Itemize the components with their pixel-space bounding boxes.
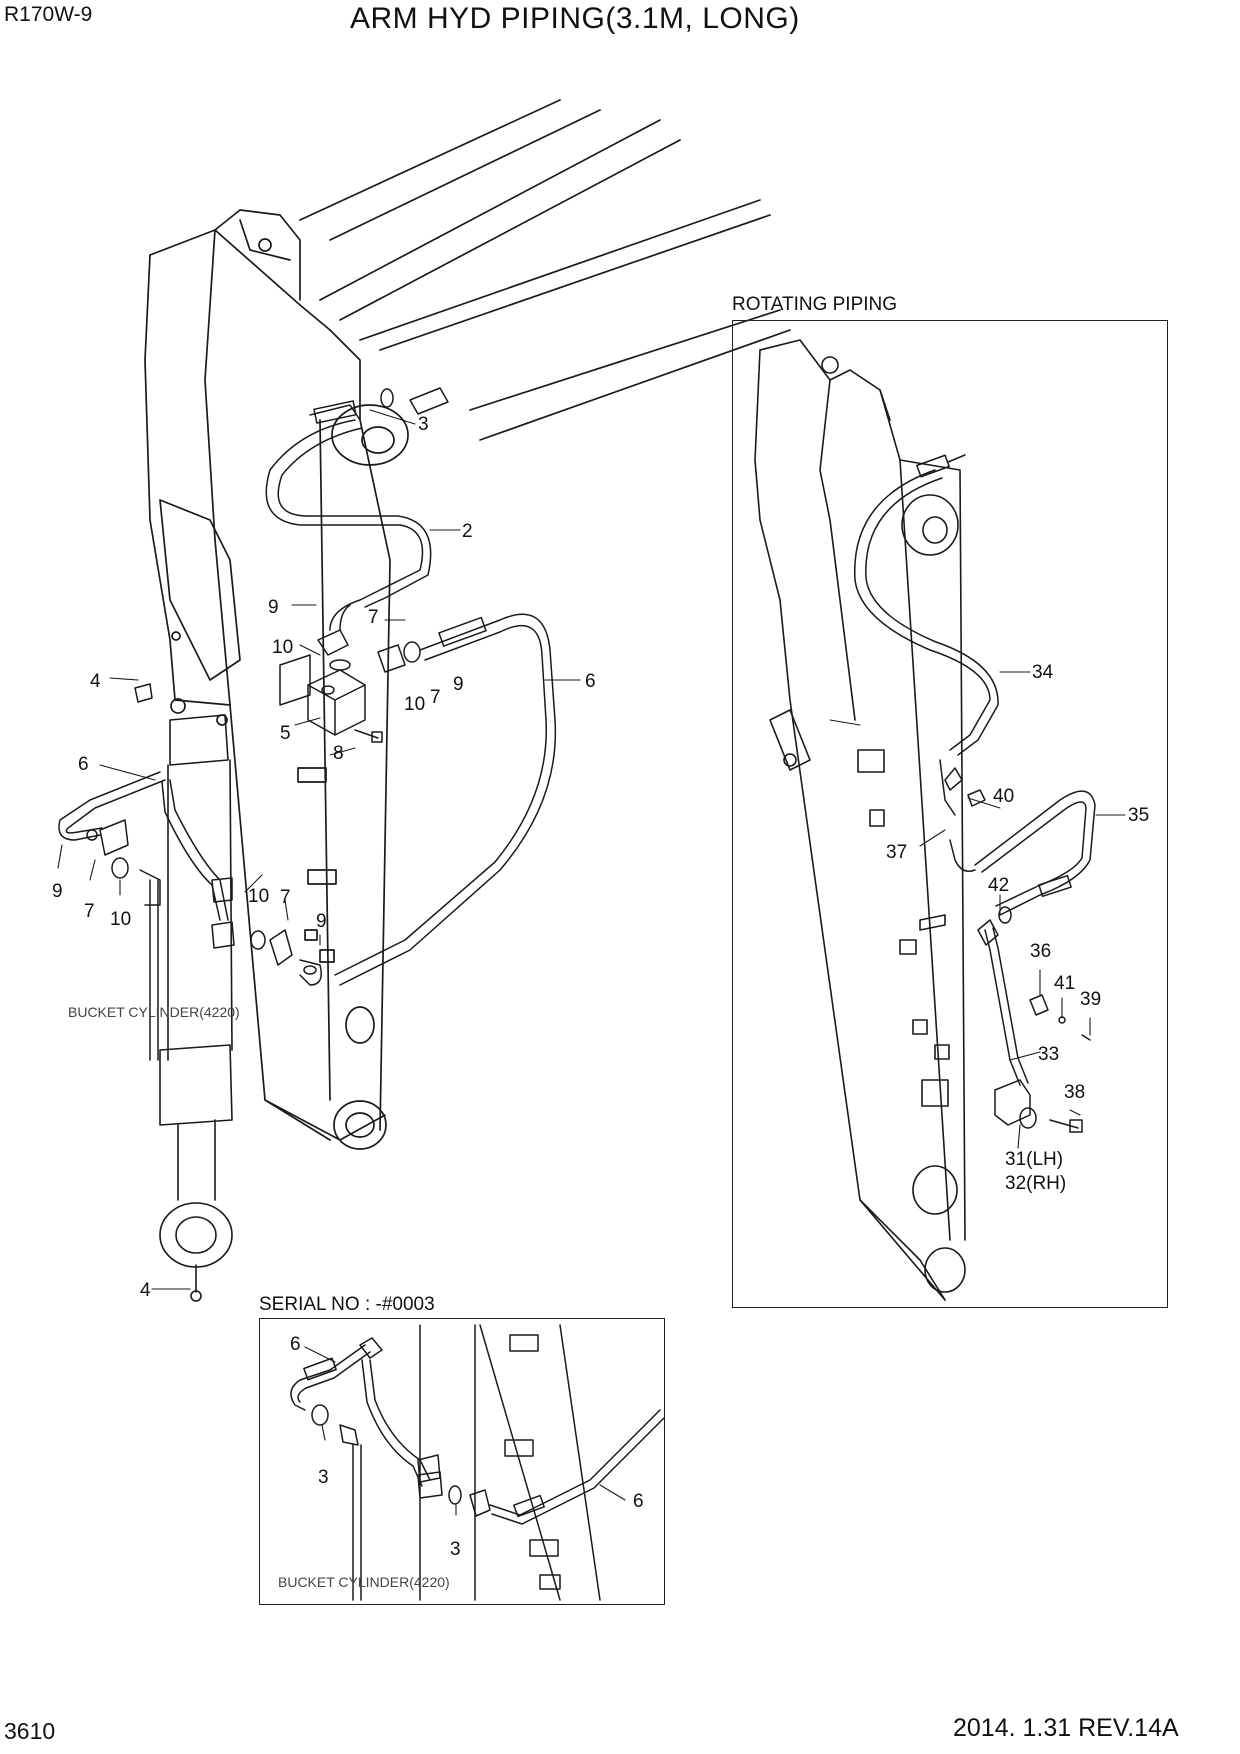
bucket-cylinder: [159, 714, 233, 1302]
callout-7: 7: [430, 687, 441, 708]
revision-date: 2014. 1.31 REV.14A: [953, 1714, 1179, 1742]
callout-5: 5: [280, 723, 291, 744]
callout-8: 8: [333, 743, 344, 764]
callout-9: 9: [268, 597, 279, 618]
main-arm: [144, 99, 791, 1150]
callout-6: 6: [78, 754, 89, 775]
callout-7: 7: [280, 887, 291, 908]
rotating-piping-frame: [732, 320, 1168, 1308]
callout-9: 9: [52, 881, 63, 902]
page-title: ARM HYD PIPING(3.1M, LONG): [350, 2, 800, 35]
callout-10: 10: [248, 886, 270, 907]
page-number: 3610: [4, 1718, 56, 1744]
rotating-leaders: [829, 671, 1126, 1149]
serial-no-title: SERIAL NO : -#0003: [259, 1294, 435, 1315]
callout-9: 9: [316, 911, 327, 932]
callout-31-lh: 31(LH): [1005, 1149, 1064, 1170]
callout-2: 2: [462, 521, 473, 542]
bucket-cylinder-label: BUCKET CYLINDER(4220): [68, 1004, 240, 1020]
callout-10: 10: [272, 637, 294, 658]
callout-4: 4: [140, 1280, 151, 1301]
callout-37: 37: [886, 842, 908, 863]
callout-6: 6: [585, 671, 596, 692]
main-leaders: [57, 409, 581, 1290]
callout-10: 10: [404, 694, 426, 715]
serial-bucket-cylinder-label: BUCKET CYLINDER(4220): [278, 1574, 450, 1590]
callout-42: 42: [988, 875, 1010, 896]
callout-3: 3: [418, 414, 429, 435]
callout-10: 10: [110, 909, 132, 930]
serial-leaders: [304, 1346, 626, 1516]
callout-32-rh: 32(RH): [1005, 1173, 1067, 1194]
serial-no-frame: [259, 1318, 665, 1605]
model-code: R170W-9: [4, 3, 93, 26]
rotating-piping-title: ROTATING PIPING: [732, 294, 898, 315]
callout-7: 7: [368, 607, 379, 628]
callout-6: 6: [633, 1491, 644, 1512]
rotating-arm: [754, 339, 966, 1301]
callout-39: 39: [1080, 989, 1102, 1010]
callout-33: 33: [1038, 1044, 1060, 1065]
callout-3: 3: [450, 1539, 461, 1560]
callout-9: 9: [453, 674, 464, 695]
callout-6: 6: [290, 1334, 301, 1355]
serial-view: [290, 1324, 665, 1601]
callout-40: 40: [993, 786, 1015, 807]
callout-7: 7: [84, 901, 95, 922]
callout-4: 4: [90, 671, 101, 692]
callout-35: 35: [1128, 805, 1150, 826]
main-hoses: [58, 387, 557, 1061]
callout-41: 41: [1054, 973, 1076, 994]
rotating-hoses: [854, 454, 1096, 1133]
callout-38: 38: [1064, 1082, 1086, 1103]
callout-3: 3: [318, 1467, 329, 1488]
callout-36: 36: [1030, 941, 1052, 962]
callout-34: 34: [1032, 662, 1054, 683]
